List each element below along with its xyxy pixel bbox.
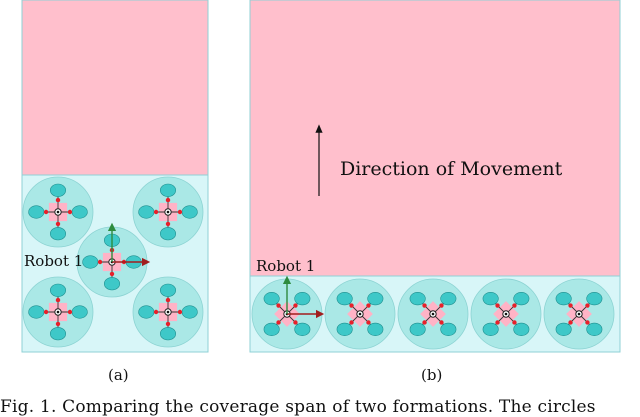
- quadrotor-icon: [397, 278, 469, 350]
- figure-caption: Fig. 1. Comparing the coverage span of t…: [0, 397, 596, 417]
- quadrotor-icon: [22, 276, 94, 348]
- quadrotor-icon: [132, 176, 204, 248]
- target-region-a: [21, 0, 209, 176]
- quadrotor-icon: [543, 278, 615, 350]
- quadrotor-icon: [470, 278, 542, 350]
- quadrotor-icon: [324, 278, 396, 350]
- quadrotor-icon: [22, 176, 94, 248]
- subfigure-label-a: (a): [108, 366, 129, 384]
- robot-formation-a: [22, 176, 204, 348]
- target-region-b: [249, 0, 621, 277]
- robot-1-label-a: Robot 1: [24, 252, 84, 270]
- panel-b: [249, 0, 621, 353]
- subfigure-label-b: (b): [421, 366, 443, 384]
- robot-1-label-b: Robot 1: [256, 257, 316, 275]
- panel-a: [21, 0, 209, 353]
- quadrotor-icon: [132, 276, 204, 348]
- direction-of-movement-label: Direction of Movement: [340, 158, 563, 180]
